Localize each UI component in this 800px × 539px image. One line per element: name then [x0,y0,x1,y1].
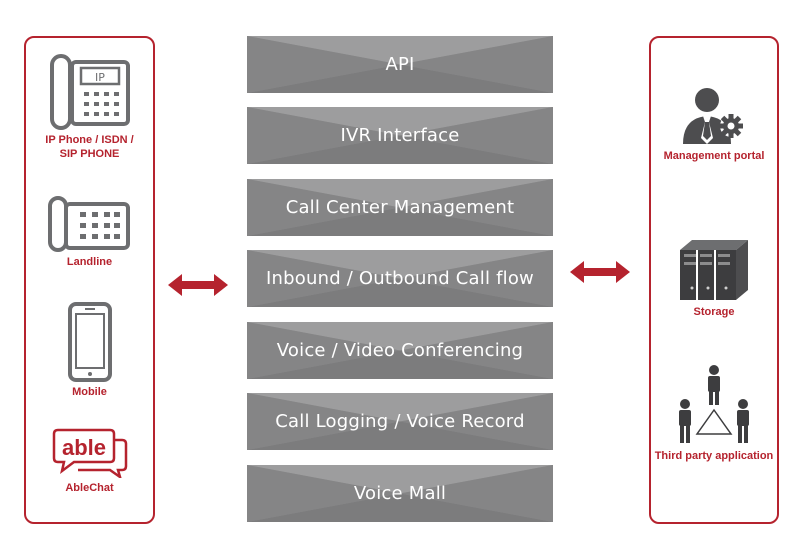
mobile-label: Mobile [72,386,107,398]
svg-text:able: able [61,435,105,460]
layer-bar: Voice Mall [247,465,553,522]
server-storage-icon [680,240,748,300]
landline-phone-icon [47,196,130,252]
mobile-device: Mobile [26,302,153,399]
people-network-icon [679,365,749,443]
third-party-application-item: Third party application [651,364,777,463]
layer-label: Call Center Management [285,197,515,218]
right-bidirectional-arrow-icon [570,261,630,283]
ip-phone-label: IP Phone / ISDN / SIP PHONE [45,134,134,160]
storage-label: Storage [693,306,735,318]
admin-user-gear-icon [683,88,743,144]
svg-text:IP: IP [95,71,105,84]
ablechat-logo-icon: able [52,428,127,478]
layer-bar: Voice / Video Conferencing [247,322,553,379]
ablechat-label: AbleChat [65,482,114,494]
layer-label: Inbound / Outbound Call flow [266,268,534,289]
layer-label: IVR Interface [340,125,460,146]
layer-label: API [385,54,415,75]
left-bidirectional-arrow-icon [168,274,228,296]
layer-bar: Call Center Management [247,179,553,236]
ip-phone-device: IP IP Phone / ISDN / SIP PHONE [26,54,153,161]
management-portal-label: Management portal [663,150,765,162]
storage-item: Storage [651,238,777,319]
mobile-phone-icon [67,302,112,382]
ablechat-device: able AbleChat [26,428,153,495]
layer-bar: IVR Interface [247,107,553,164]
layer-label: Call Logging / Voice Record [275,411,525,432]
layer-bar: API [247,36,553,93]
landline-label: Landline [66,256,113,268]
layer-bar: Inbound / Outbound Call flow [247,250,553,307]
backend-services-panel: Management portal Storage [649,36,779,524]
layer-label: Voice / Video Conferencing [276,340,524,361]
layer-bar: Call Logging / Voice Record [247,393,553,450]
ip-phone-icon: IP [49,54,130,130]
third-party-application-label: Third party application [654,450,774,462]
layer-label: Voice Mall [353,483,447,504]
client-devices-panel: IP IP Phone / ISDN / SIP PHONE Landline [24,36,155,524]
landline-device: Landline [26,196,153,269]
management-portal-item: Management portal [651,86,777,163]
